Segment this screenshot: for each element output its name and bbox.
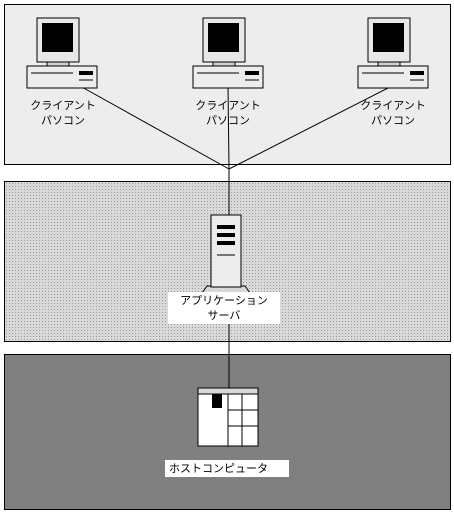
host-computer-icon [197,387,259,447]
client-label-line2: パソコン [371,114,415,127]
app-server-label: アプリケーション サーバ [168,292,280,324]
host-computer-label: ホストコンピュータ [165,460,289,477]
client-pc-icon [357,17,429,89]
client-2-link [227,85,230,170]
client-label-line2: パソコン [41,114,85,127]
host-computer-label-text: ホストコンピュータ [169,462,268,475]
client-label-line2: パソコン [206,114,250,127]
app-server-icon [201,214,251,294]
client-label: クライアント パソコン [18,98,108,128]
app-server-label-line2: サーバ [207,309,241,322]
client-label-line1: クライアント [30,99,96,112]
client-3-link [228,85,393,170]
client-1-link [79,85,230,170]
client-label-line1: クライアント [360,99,426,112]
client-pc-icon [26,17,98,89]
client-label: クライアント パソコン [183,98,273,128]
client-label: クライアント パソコン [348,98,438,128]
app-server-label-line1: アプリケーション [180,294,268,307]
client-label-line1: クライアント [195,99,261,112]
client-pc-icon [192,17,264,89]
